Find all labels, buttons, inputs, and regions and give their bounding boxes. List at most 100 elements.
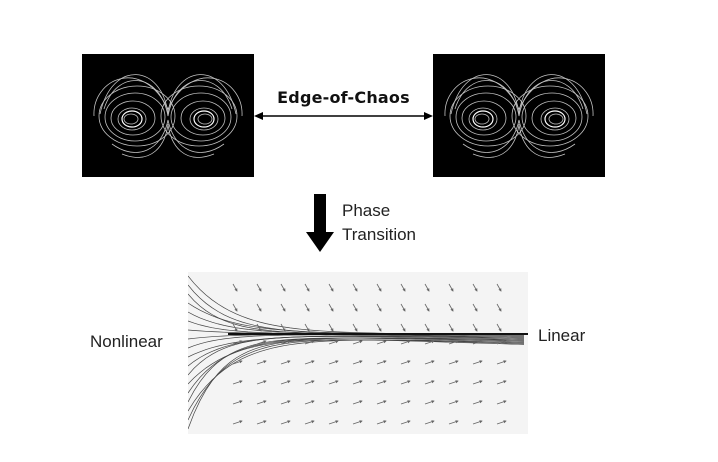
flow-direction-arrow	[232, 340, 243, 345]
flow-direction-arrow	[376, 340, 387, 345]
flow-direction-arrow	[232, 420, 243, 425]
flow-direction-arrow	[304, 400, 315, 405]
flow-direction-arrow	[232, 360, 243, 365]
flow-direction-arrow	[496, 360, 507, 365]
flow-stream-line	[188, 339, 525, 430]
flow-direction-arrow	[400, 380, 411, 385]
flow-direction-arrow	[472, 420, 483, 425]
flow-direction-arrow	[400, 283, 406, 292]
flow-direction-arrow	[496, 283, 502, 292]
flow-direction-arrow	[448, 380, 459, 385]
flow-direction-arrow	[376, 380, 387, 385]
flow-direction-arrow	[448, 420, 459, 425]
flow-direction-arrow	[256, 303, 262, 312]
flow-direction-arrow	[328, 323, 334, 332]
flow-stream-line	[188, 336, 525, 376]
flow-direction-arrow	[232, 400, 243, 405]
flow-direction-arrow	[400, 400, 411, 405]
flow-direction-arrow	[496, 420, 507, 425]
flow-direction-arrow	[472, 323, 478, 332]
flow-direction-arrow	[352, 360, 363, 365]
flow-direction-arrow	[448, 360, 459, 365]
lorenz-attractor-icon	[444, 74, 594, 158]
flow-direction-arrow	[256, 380, 267, 385]
flow-direction-arrow	[472, 360, 483, 365]
flow-direction-arrow	[304, 323, 310, 332]
flow-direction-arrow	[376, 323, 382, 332]
flow-direction-arrow	[496, 400, 507, 405]
flow-direction-arrow	[304, 283, 310, 292]
flow-direction-arrow	[256, 283, 262, 292]
flow-direction-arrow	[424, 380, 435, 385]
flow-direction-arrow	[400, 303, 406, 312]
flow-direction-arrow	[280, 360, 291, 365]
flow-direction-arrow	[280, 420, 291, 425]
flow-direction-arrow	[400, 360, 411, 365]
flow-direction-arrow	[256, 323, 262, 332]
flow-direction-arrow	[304, 303, 310, 312]
phase-label-line1: Phase	[342, 201, 391, 220]
flow-direction-arrow	[400, 340, 411, 345]
linear-label: Linear	[538, 326, 586, 345]
flow-direction-arrow	[352, 303, 358, 312]
flow-direction-arrow	[232, 303, 238, 312]
flow-direction-arrow	[376, 283, 382, 292]
flow-direction-arrow	[424, 420, 435, 425]
flow-direction-arrow	[304, 380, 315, 385]
down-arrow-icon	[306, 194, 334, 252]
vector-flow-field-icon	[188, 272, 528, 434]
flow-direction-arrow	[352, 400, 363, 405]
flow-direction-arrow	[328, 303, 334, 312]
flow-direction-arrow	[352, 283, 358, 292]
flow-direction-arrow	[496, 340, 507, 345]
flow-direction-arrow	[472, 340, 483, 345]
flow-direction-arrow	[472, 303, 478, 312]
lorenz-attractor-left	[82, 54, 254, 177]
flow-direction-arrow	[256, 420, 267, 425]
flow-direction-arrow	[232, 323, 238, 332]
flow-direction-arrow	[256, 400, 267, 405]
flow-direction-arrow	[448, 283, 454, 292]
flow-direction-arrow	[304, 340, 315, 345]
flow-direction-arrow	[448, 400, 459, 405]
flow-direction-arrow	[496, 303, 502, 312]
flow-direction-arrow	[328, 340, 339, 345]
flow-direction-arrow	[472, 380, 483, 385]
flow-direction-arrow	[280, 380, 291, 385]
flow-direction-arrow	[376, 400, 387, 405]
flow-direction-arrow	[280, 400, 291, 405]
flow-direction-arrow	[424, 323, 430, 332]
flow-direction-arrow	[328, 360, 339, 365]
flow-direction-arrow	[280, 283, 286, 292]
flow-direction-arrow	[424, 360, 435, 365]
flow-direction-arrow	[472, 400, 483, 405]
flow-direction-arrow	[424, 283, 430, 292]
flow-stream-line	[188, 337, 525, 403]
flow-direction-arrow	[448, 303, 454, 312]
flow-direction-arrow	[328, 420, 339, 425]
phase-transition-label: Phase Transition	[342, 199, 416, 247]
flow-direction-arrow	[352, 340, 363, 345]
flow-direction-arrow	[352, 380, 363, 385]
flow-direction-arrow	[448, 340, 459, 345]
flow-direction-arrow	[232, 380, 243, 385]
flow-direction-arrow	[280, 340, 291, 345]
edge-of-chaos-label: Edge-of-Chaos	[277, 88, 410, 107]
flow-direction-arrow	[496, 380, 507, 385]
flow-direction-arrow	[376, 303, 382, 312]
flow-direction-arrow	[400, 323, 406, 332]
flow-direction-arrow	[400, 420, 411, 425]
flow-direction-arrow	[376, 420, 387, 425]
flow-direction-arrow	[352, 323, 358, 332]
flow-direction-arrow	[496, 323, 502, 332]
flow-direction-arrow	[352, 420, 363, 425]
flow-direction-arrow	[280, 323, 286, 332]
flow-direction-arrow	[304, 420, 315, 425]
flow-direction-arrow	[328, 400, 339, 405]
flow-direction-arrow	[280, 303, 286, 312]
flow-direction-arrow	[472, 283, 478, 292]
phase-label-line2: Transition	[342, 225, 417, 244]
flow-stream-line	[188, 335, 524, 358]
lorenz-attractor-icon	[93, 74, 243, 158]
flow-direction-arrow	[304, 360, 315, 365]
